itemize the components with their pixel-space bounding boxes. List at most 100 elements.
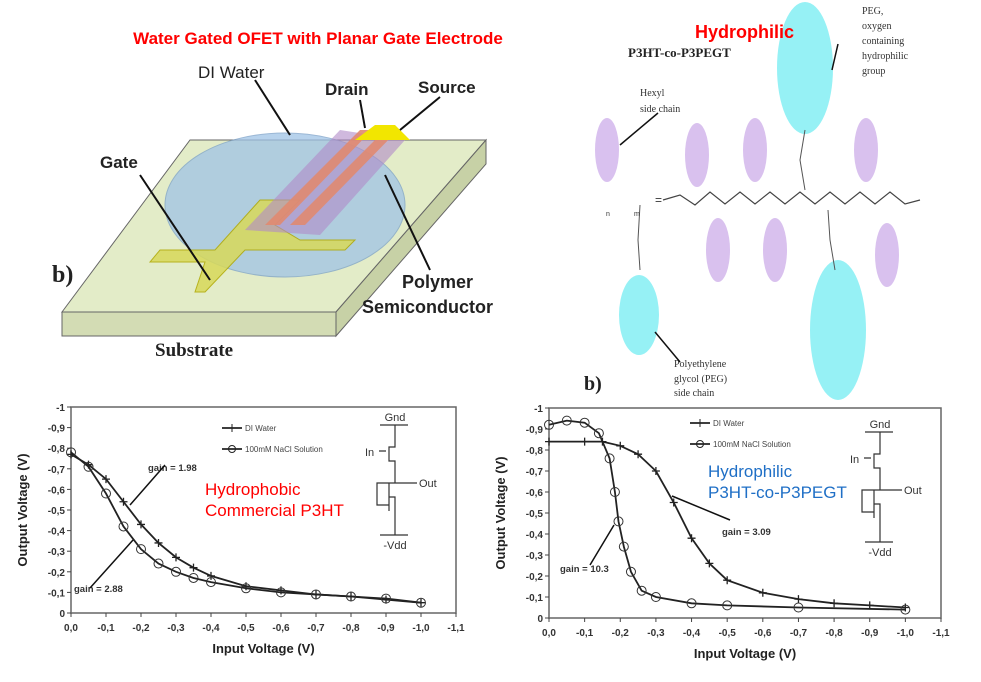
circuit-path	[861, 431, 902, 543]
y-tick-label: -0,9	[526, 425, 544, 436]
data-point	[66, 447, 76, 458]
y-tick-label: -0,3	[526, 551, 544, 562]
data-point	[758, 588, 767, 597]
data-point	[651, 467, 660, 475]
legend-marker	[696, 440, 704, 448]
material-annotation: P3HT-co-P3PEGT	[708, 483, 847, 502]
x-tick-label: -0,4	[683, 628, 701, 639]
substrate-side	[335, 138, 487, 338]
data-point	[381, 593, 391, 604]
data-point	[723, 576, 732, 585]
y-tick-label: -0,4	[526, 530, 544, 541]
data-point	[616, 441, 625, 450]
x-tick-label: -1,0	[412, 623, 430, 634]
y-axis-label: Output Voltage (V)	[15, 453, 30, 566]
legend-label: DI Water	[245, 424, 277, 433]
data-point	[830, 599, 839, 608]
y-tick-label: -0,5	[48, 506, 66, 517]
data-point	[613, 516, 624, 527]
data-point	[579, 417, 590, 428]
data-point	[900, 604, 911, 615]
gain-arrow	[129, 464, 166, 506]
data-point	[625, 566, 636, 577]
label-source: Source	[418, 78, 476, 97]
series-line-2	[548, 419, 906, 611]
y-tick-label: -0,9	[48, 424, 66, 435]
x-tick-label: 0,0	[64, 623, 78, 634]
data-point	[136, 544, 146, 555]
inverter-circuit-icon	[861, 431, 902, 543]
data-point	[154, 538, 163, 547]
data-point	[794, 595, 803, 604]
y-tick-label: -0,8	[526, 446, 544, 457]
peg-highlight	[810, 260, 866, 400]
panel-label-a: b)	[52, 262, 73, 288]
legend-label: DI Water	[713, 419, 745, 428]
formula-n: n	[606, 211, 610, 218]
material-annotation: Commercial P3HT	[205, 501, 344, 520]
data-point	[793, 602, 804, 613]
x-tick-label: -0,8	[825, 628, 843, 639]
panel-label-b: b)	[584, 373, 602, 395]
x-tick-label: -1,1	[447, 623, 465, 634]
gain-label: gain = 10.3	[560, 564, 609, 575]
data-point	[189, 563, 198, 572]
y-tick-label: -0,6	[526, 488, 544, 499]
gain-label: gain = 2.88	[74, 584, 123, 595]
circuit-gnd-label: Gnd	[385, 412, 406, 424]
y-tick-label: -0,1	[526, 593, 544, 604]
data-point	[206, 577, 216, 588]
data-point	[137, 520, 145, 529]
y-tick-label: -0,2	[526, 572, 544, 583]
y-tick-label: -0,6	[48, 485, 66, 496]
data-point	[207, 571, 215, 580]
circuit-vdd-label: -Vdd	[383, 540, 406, 552]
source-electrode	[290, 130, 398, 225]
x-tick-label: -0,5	[719, 628, 737, 639]
material-annotation: Hydrophobic	[205, 480, 301, 499]
legend-marker	[228, 445, 236, 453]
legend-label: 100mM NaCl Solution	[713, 440, 791, 449]
x-tick-label: -0,7	[307, 623, 325, 634]
label-drain: Drain	[325, 80, 368, 99]
data-point	[561, 415, 572, 426]
circuit-out-label: Out	[419, 478, 437, 490]
data-point	[705, 559, 714, 568]
data-point	[416, 597, 426, 608]
drain-electrode	[265, 130, 372, 225]
y-tick-label: -0,7	[48, 465, 66, 476]
data-point	[609, 487, 620, 497]
x-tick-label: 0,0	[542, 628, 556, 639]
gain-arrow	[589, 524, 615, 566]
circuit-in-label: In	[365, 447, 374, 459]
x-tick-label: -0,5	[237, 623, 255, 634]
data-point	[118, 521, 129, 532]
data-point	[346, 591, 356, 602]
y-tick-label: -1	[56, 403, 65, 414]
data-point	[669, 498, 678, 507]
data-point	[686, 598, 697, 609]
chart-2: 0,0 -0,1 -0,2 -0,3 -0,4 -0,5 -0,6 -0,7 -0,8 -0,9 -…	[493, 404, 950, 661]
x-tick-label: -0,3	[647, 628, 665, 639]
data-point	[188, 572, 199, 583]
circuit-vdd-label: -Vdd	[868, 547, 891, 559]
peg-highlight	[619, 275, 659, 355]
x-tick-label: -0,6	[272, 623, 290, 634]
molecule-subtitle: P3HT-co-P3PEGT	[628, 45, 731, 60]
molecule-structure	[595, 2, 921, 400]
y-tick-label: 0	[59, 609, 65, 620]
x-axis-label: Input Voltage (V)	[212, 641, 314, 656]
y-tick-label: 0	[537, 614, 543, 625]
y-tick-label: -0,7	[526, 467, 544, 478]
data-point	[580, 437, 589, 446]
x-tick-label: -0,2	[612, 628, 630, 639]
data-point	[102, 475, 110, 484]
chart-1: 0,0-0,1-0,2-0,3-0,4-0,5-0,6-0,7-0,8-0,9-…	[15, 403, 465, 656]
data-point	[593, 428, 604, 439]
gain-arrow	[671, 495, 731, 521]
formula-equals: =	[655, 193, 662, 207]
gain-label: gain = 1.98	[148, 463, 197, 474]
